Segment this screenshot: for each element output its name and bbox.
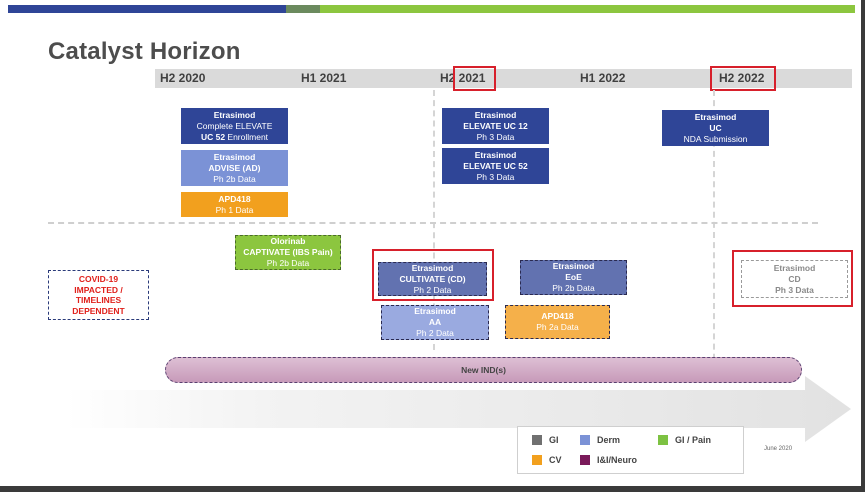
milestone-event: Ph 3 Data (775, 284, 814, 295)
milestone-drug: Etrasimod (773, 262, 816, 273)
legend-swatch (532, 455, 542, 465)
milestone-indication: EoE (565, 272, 582, 282)
milestone-drug: Etrasimod (213, 151, 256, 162)
milestone-trial: ELEVATE UC 12 (463, 120, 528, 131)
period-h2-2022: H2 2022 (719, 71, 765, 85)
covid-line-1: COVID-19 (78, 274, 119, 284)
covid-line-4: DEPENDENT (72, 305, 125, 316)
milestone-apd418-ph2a: APD418 Ph 2a Data (505, 305, 610, 339)
milestone-olorinab-captivate: Olorinab CAPTIVATE (IBS Pain) Ph 2b Data (235, 235, 341, 270)
milestone-drug: Etrasimod (474, 149, 517, 160)
milestone-apd418-ph1: APD418 Ph 1 Data (181, 192, 288, 217)
covid-impact-note: COVID-19 IMPACTED / TIMELINES DEPENDENT (48, 270, 149, 320)
milestone-event: Ph 2a Data (536, 322, 579, 332)
milestone-drug: Etrasimod (694, 111, 737, 122)
legend-label: I&I/Neuro (597, 455, 638, 465)
milestone-indication: UC (709, 122, 722, 133)
legend-label: GI (549, 435, 559, 445)
section-divider (48, 222, 818, 224)
milestone-cd-ph3: Etrasimod CD Ph 3 Data (741, 260, 848, 298)
top-bar-left (8, 5, 286, 13)
milestone-drug: Etrasimod (411, 262, 454, 273)
legend-label: Derm (597, 435, 621, 445)
legend: GI Derm GI / Pain CV I&I/Neuro (517, 426, 744, 474)
milestone-trial: ADVISE (AD) (208, 162, 261, 173)
milestone-event: Ph 3 Data (476, 171, 515, 182)
milestone-indication: CD (788, 273, 801, 284)
divider-h2-2022 (713, 90, 715, 380)
milestone-eoe: Etrasimod EoE Ph 2b Data (520, 260, 627, 295)
milestone-drug: Etrasimod (474, 109, 517, 120)
milestone-drug: Etrasimod (552, 261, 595, 271)
highlight-h2-2022 (710, 66, 776, 91)
milestone-event: Ph 3 Data (476, 131, 515, 142)
milestone-event: Ph 2 Data (413, 284, 452, 295)
period-h2-2021: H2 2021 (440, 71, 486, 85)
milestone-advise: Etrasimod ADVISE (AD) Ph 2b Data (181, 150, 288, 186)
milestone-cultivate-cd: Etrasimod CULTIVATE (CD) Ph 2 Data (378, 262, 487, 296)
top-bar-right (320, 5, 855, 13)
milestone-event: Ph 2b Data (552, 283, 595, 293)
milestone-elevate-uc52: Etrasimod ELEVATE UC 52 Ph 3 Data (442, 148, 549, 184)
milestone-event: UC 52 Enrollment (200, 131, 269, 142)
milestone-event: Ph 1 Data (215, 204, 254, 215)
legend-label: CV (549, 455, 562, 465)
milestone-drug: Etrasimod (213, 109, 256, 120)
milestone-event: Ph 2 Data (416, 328, 454, 338)
milestone-indication: AA (428, 317, 442, 327)
covid-line-2: IMPACTED / (74, 284, 123, 295)
milestone-drug: Olorinab (270, 236, 306, 246)
period-h1-2021: H1 2021 (301, 71, 347, 85)
highlight-h2-2021 (453, 66, 496, 91)
legend-swatch (658, 435, 668, 445)
period-h1-2022: H1 2022 (580, 71, 626, 85)
milestone-trial: CULTIVATE (CD) (399, 273, 466, 284)
highlight-cd-ph3 (732, 250, 853, 307)
milestone-elevate-uc12: Etrasimod ELEVATE UC 12 Ph 3 Data (442, 108, 549, 144)
covid-line-3: TIMELINES (75, 295, 122, 305)
milestone-aa: Etrasimod AA Ph 2 Data (381, 305, 489, 340)
footer-date: June 2020 (764, 446, 793, 452)
highlight-cultivate (372, 249, 494, 301)
new-ind-bar: New IND(s) (165, 357, 802, 383)
timeline-arrow (65, 376, 851, 442)
milestone-drug: APD418 (541, 311, 574, 321)
milestone-event: Ph 2b Data (213, 173, 256, 184)
legend-label: GI / Pain (675, 435, 712, 445)
legend-item-ii-neuro: I&I/Neuro (580, 455, 637, 465)
milestone-trial: Complete ELEVATE (196, 120, 273, 131)
legend-swatch (580, 435, 590, 445)
milestone-nda-submission: Etrasimod UC NDA Submission (662, 110, 769, 146)
milestone-trial: ELEVATE UC 52 (463, 160, 528, 171)
period-h2-2020: H2 2020 (160, 71, 206, 85)
top-bar-mid (286, 5, 320, 13)
legend-swatch (532, 435, 542, 445)
milestone-event: NDA Submission (683, 133, 748, 144)
milestone-drug: Etrasimod (414, 306, 456, 316)
divider-h2-2021 (433, 90, 435, 350)
milestone-trial: CAPTIVATE (IBS Pain) (243, 247, 333, 257)
timeline-band (155, 69, 852, 88)
milestone-elevate-enrollment: Etrasimod Complete ELEVATE UC 52 Enrollm… (181, 108, 288, 144)
milestone-event: Ph 2b Data (266, 258, 310, 268)
legend-item-derm: Derm (580, 435, 620, 445)
legend-item-cv: CV (532, 455, 562, 465)
slide-title: Catalyst Horizon (48, 38, 241, 65)
legend-swatch (580, 455, 590, 465)
legend-item-gi-pain: GI / Pain (658, 435, 711, 445)
milestone-drug: APD418 (218, 193, 251, 204)
legend-item-gi: GI (532, 435, 559, 445)
